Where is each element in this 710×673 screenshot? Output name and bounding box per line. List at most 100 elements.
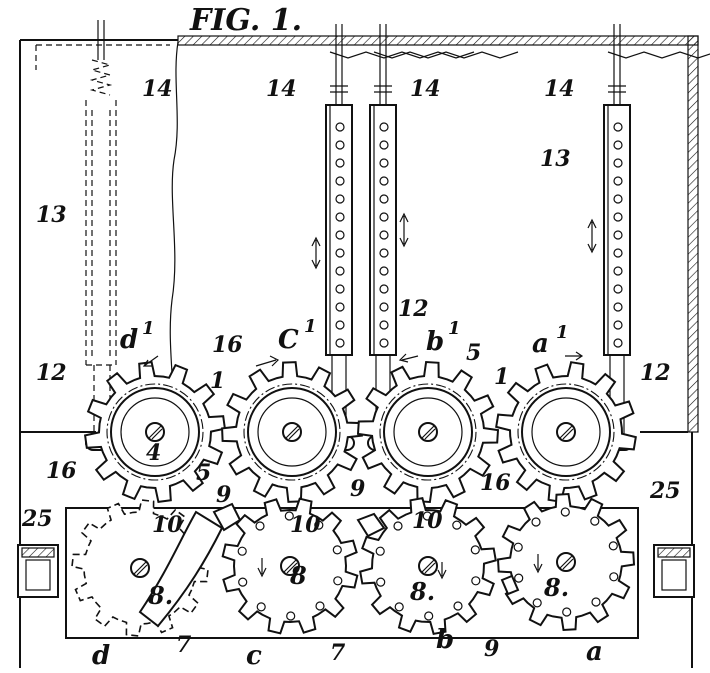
- svg-text:4: 4: [146, 440, 161, 466]
- shaft-hatch2-gear-b1: [424, 428, 436, 440]
- gear-b-pin: [375, 546, 385, 556]
- rack-a1-hole: [613, 266, 623, 276]
- gear-a-pin: [609, 572, 619, 582]
- svg-text:16: 16: [46, 458, 77, 484]
- housing-frame: [19, 35, 699, 668]
- gear-a1-rim: [521, 387, 611, 477]
- rack-c1-hole: [335, 158, 345, 168]
- rack-b1-hole: [379, 284, 389, 294]
- rack-b1-hole: [379, 266, 389, 276]
- svg-text:12: 12: [36, 360, 67, 386]
- rack-b1-hole: [379, 338, 389, 348]
- svg-text:16: 16: [480, 470, 511, 496]
- rack-a1-hole: [613, 176, 623, 186]
- svg-text:8: 8: [289, 561, 307, 590]
- rack-c1-hole: [335, 248, 345, 258]
- svg-text:7: 7: [330, 640, 346, 666]
- figure-title: FIG. 1.: [189, 3, 302, 38]
- svg-text:14: 14: [544, 76, 575, 102]
- gear-c-pin: [238, 577, 248, 587]
- rack-b1-hole: [379, 140, 389, 150]
- svg-text:b: b: [426, 327, 444, 357]
- shaft-hatch-gear-b: [421, 559, 435, 573]
- gear-c-pin: [314, 520, 324, 530]
- rack-c1-hole: [335, 176, 345, 186]
- svg-text:13: 13: [540, 146, 571, 172]
- gear-b-pin: [453, 601, 463, 611]
- svg-text:10: 10: [290, 512, 321, 538]
- rack-b1-hole: [379, 176, 389, 186]
- rack-a1-hole: [613, 302, 623, 312]
- gear-b1-hub-ring: [393, 397, 463, 467]
- shaft-hatch2-gear-c1: [288, 428, 300, 440]
- gear-c-pin: [315, 601, 325, 611]
- rack-b1-hole: [379, 248, 389, 258]
- gear-b-pin: [393, 521, 403, 531]
- motion-arrows: [142, 212, 597, 580]
- shaft-hatch-gear-c: [283, 559, 297, 573]
- svg-text:1: 1: [210, 368, 225, 394]
- svg-text:a: a: [586, 637, 603, 667]
- rack-b1-collar: [374, 85, 392, 93]
- svg-text:12: 12: [640, 360, 671, 386]
- gear-b-pin: [470, 545, 480, 555]
- rack-a1-spring: [607, 51, 710, 59]
- rack-c1-hole: [335, 338, 345, 348]
- rack-c1: [323, 24, 475, 451]
- rack-c1-hole: [335, 230, 345, 240]
- rack-a1-hole: [613, 140, 623, 150]
- gear-a-pin: [590, 516, 600, 526]
- rack-b1-hole: [379, 158, 389, 168]
- gear-b-pin: [376, 577, 386, 587]
- gear-b-pin: [471, 576, 481, 586]
- svg-text:8.: 8.: [409, 577, 435, 606]
- rack-b1-hole: [379, 302, 389, 312]
- gear-c-pin: [256, 602, 266, 612]
- gear-c1-rim: [247, 387, 337, 477]
- svg-text:9: 9: [216, 482, 231, 508]
- shaft-hatch-gear-c1: [285, 425, 299, 439]
- rack-a1-collar: [608, 85, 626, 93]
- gear-a-pin: [531, 517, 541, 527]
- svg-text:5: 5: [196, 460, 211, 486]
- gear-a1-pitch: [517, 383, 615, 481]
- svg-text:C: C: [278, 325, 299, 355]
- shaft-hatch2-gear-b: [424, 562, 436, 574]
- rack-a1-hole: [613, 158, 623, 168]
- shaft-hatch-gear-d1: [148, 425, 162, 439]
- gear-b-pin: [424, 611, 434, 621]
- svg-text:14: 14: [142, 76, 173, 102]
- gear-c-pin: [284, 511, 294, 521]
- pawls: [138, 502, 520, 628]
- svg-text:9: 9: [484, 636, 499, 662]
- rack-c1-hole: [335, 320, 345, 330]
- rack-c1-hole: [335, 122, 345, 132]
- gear-a1-hub-ring: [531, 397, 601, 467]
- svg-text:12: 12: [398, 296, 429, 322]
- svg-text:d: d: [120, 325, 138, 355]
- svg-text:b: b: [436, 625, 454, 655]
- shaft-hatch2-gear-d: [136, 564, 148, 576]
- gear-b-pin: [452, 520, 462, 530]
- svg-text:14: 14: [410, 76, 441, 102]
- gear-d1-pitch: [106, 383, 204, 481]
- rack-b1-hole: [379, 194, 389, 204]
- svg-text:8.: 8.: [147, 581, 173, 610]
- svg-text:5: 5: [466, 340, 481, 366]
- svg-text:d: d: [92, 641, 110, 668]
- svg-text:8.: 8.: [543, 573, 569, 602]
- rack-a1-hole: [613, 122, 623, 132]
- svg-text:10: 10: [152, 512, 183, 538]
- gear-a-pin: [513, 542, 523, 552]
- svg-text:25: 25: [649, 478, 681, 504]
- gear-b-pin: [422, 511, 432, 521]
- gear-d1-hub-ring: [120, 397, 190, 467]
- rack-a1-hole: [613, 284, 623, 294]
- svg-text:14: 14: [266, 76, 297, 102]
- svg-text:9: 9: [350, 476, 365, 502]
- rack-a1-hole: [613, 338, 623, 348]
- rack-b1-hole: [379, 320, 389, 330]
- rack-b1-spring: [373, 51, 519, 59]
- gear-b-pin: [394, 602, 404, 612]
- rack-b1-hole: [379, 230, 389, 240]
